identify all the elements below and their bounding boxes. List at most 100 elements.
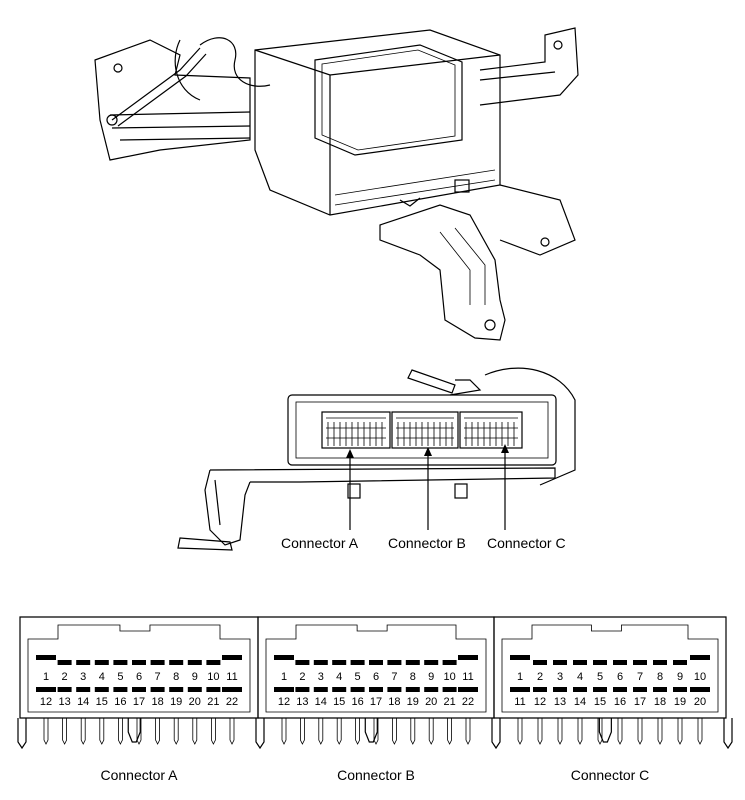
pin-bar-top xyxy=(690,655,710,660)
terminal-pin xyxy=(537,718,543,745)
pin-bar-bottom xyxy=(533,687,547,692)
pin-label-top: 6 xyxy=(617,671,623,683)
callout-connector-a: Connector A xyxy=(281,535,359,551)
pin-bar-bottom xyxy=(387,687,402,692)
pin-label-top: 5 xyxy=(355,671,361,683)
terminal-pin xyxy=(80,718,86,745)
terminal-pin xyxy=(281,718,287,745)
terminal-pin xyxy=(657,718,663,745)
pin-bar-top xyxy=(613,660,627,665)
connector-name: Connector A xyxy=(100,767,178,783)
pin-bar-bottom xyxy=(113,687,128,692)
pin-bar-bottom xyxy=(613,687,627,692)
front-port-a xyxy=(321,411,391,449)
callout-leaders xyxy=(346,444,509,530)
pin-label-bottom: 11 xyxy=(514,696,525,708)
terminal-pin xyxy=(229,718,235,745)
terminal-pin xyxy=(697,718,703,745)
terminal-pin xyxy=(617,718,623,745)
pin-bar-bottom xyxy=(76,687,91,692)
pin-label-bottom: 15 xyxy=(333,696,345,708)
pin-label-bottom: 22 xyxy=(462,696,474,708)
terminal-pin xyxy=(577,718,583,745)
terminal-pin xyxy=(118,718,123,745)
front-port-b xyxy=(391,411,459,449)
pin-label-bottom: 17 xyxy=(370,696,382,708)
pin-label-bottom: 16 xyxy=(114,696,126,708)
pin-bar-bottom xyxy=(274,687,294,692)
pin-label-bottom: 20 xyxy=(189,696,201,708)
pin-label-top: 6 xyxy=(373,671,379,683)
connector-name: Connector B xyxy=(337,767,415,783)
pin-bar-top xyxy=(533,660,547,665)
pin-label-top: 2 xyxy=(299,671,305,683)
pin-label-top: 4 xyxy=(99,671,105,683)
pin-bar-top xyxy=(295,660,310,665)
connector-inner-profile xyxy=(501,624,719,713)
pin-bar-bottom xyxy=(222,687,242,692)
pin-label-top: 6 xyxy=(136,671,142,683)
connector-housing xyxy=(493,616,727,719)
pin-label-bottom: 13 xyxy=(554,696,566,708)
pin-bar-bottom xyxy=(150,687,165,692)
pin-label-top: 9 xyxy=(677,671,683,683)
pin-label-top: 2 xyxy=(62,671,68,683)
pin-label-top: 4 xyxy=(336,671,342,683)
pin-label-bottom: 18 xyxy=(654,696,666,708)
pin-label-top: 7 xyxy=(391,671,397,683)
terminal-pin xyxy=(428,718,434,745)
pin-label-top: 3 xyxy=(318,671,324,683)
pin-label-bottom: 16 xyxy=(614,696,626,708)
locating-post xyxy=(364,718,378,743)
pin-bar-top xyxy=(313,660,328,665)
terminal-pin xyxy=(336,718,342,745)
pin-label-top: 1 xyxy=(517,671,523,683)
callout-connector-c: Connector C xyxy=(487,535,566,551)
pin-bar-top xyxy=(206,660,221,665)
pin-label-bottom: 18 xyxy=(151,696,163,708)
pin-label-top: 8 xyxy=(410,671,416,683)
pin-bar-top xyxy=(673,660,687,665)
pin-label-bottom: 22 xyxy=(226,696,238,708)
connector-face-c: 1112123134145156167178189191020Connector… xyxy=(493,616,727,783)
pin-bar-top xyxy=(36,655,56,660)
pin-bar-bottom xyxy=(673,687,687,692)
terminal-pin xyxy=(410,718,416,745)
pin-bar-top xyxy=(76,660,91,665)
pin-bar-bottom xyxy=(36,687,56,692)
pin-label-bottom: 19 xyxy=(674,696,686,708)
pin-bar-bottom xyxy=(633,687,647,692)
pin-bar-bottom xyxy=(405,687,420,692)
terminal-pin xyxy=(136,718,142,745)
pin-bar-top xyxy=(222,655,242,660)
pin-label-top: 10 xyxy=(443,671,455,683)
terminal-pin xyxy=(597,718,603,745)
pin-label-bottom: 20 xyxy=(694,696,706,708)
terminal-pin xyxy=(62,718,67,745)
pin-label-top: 7 xyxy=(637,671,643,683)
terminal-pin xyxy=(300,718,305,745)
pin-label-bottom: 12 xyxy=(40,696,52,708)
pin-label-bottom: 17 xyxy=(133,696,145,708)
terminal-pin xyxy=(557,718,563,745)
pin-label-bottom: 14 xyxy=(574,696,586,708)
pin-label-bottom: 21 xyxy=(443,696,455,708)
pin-bar-top xyxy=(387,660,402,665)
pin-label-top: 5 xyxy=(117,671,123,683)
pin-label-bottom: 15 xyxy=(594,696,606,708)
housing-latch xyxy=(17,718,27,750)
pin-bar-top xyxy=(510,655,530,660)
pin-label-bottom: 18 xyxy=(388,696,400,708)
pin-label-top: 7 xyxy=(155,671,161,683)
pin-label-top: 4 xyxy=(577,671,583,683)
locating-post xyxy=(127,718,141,743)
terminal-pin xyxy=(173,718,179,745)
connector-inner-profile xyxy=(265,624,487,713)
pin-bar-top xyxy=(113,660,128,665)
pin-label-bottom: 14 xyxy=(77,696,89,708)
pin-label-top: 3 xyxy=(80,671,86,683)
pin-bar-bottom xyxy=(187,687,202,692)
pin-bar-bottom xyxy=(424,687,439,692)
connector-face-b: 11221331441551661771881992010211122Conne… xyxy=(257,616,495,783)
